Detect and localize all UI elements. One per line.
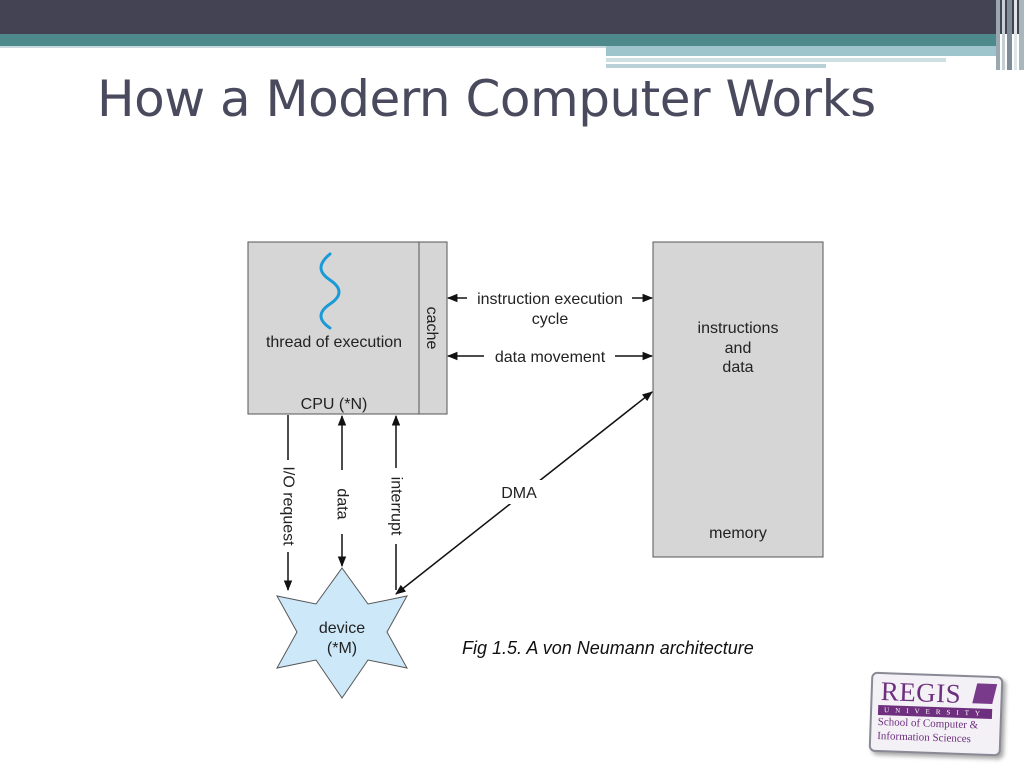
memory-contents-line2: and <box>725 340 752 357</box>
cpu-box <box>247 241 420 415</box>
data-label: data <box>334 488 351 519</box>
device-label-line1: device <box>319 620 365 637</box>
regis-university-logo: REGIS UNIVERSITY School of Computer & In… <box>868 671 1004 757</box>
cache-box <box>418 241 448 415</box>
header-band-teal <box>0 34 1000 46</box>
instruction-cycle-label-line2: cycle <box>532 311 569 328</box>
io-request-label: I/O request <box>280 466 297 546</box>
logo-mark-icon <box>972 683 998 704</box>
memory-contents-line1: instructions <box>698 320 779 337</box>
slide-title: How a Modern Computer Works <box>97 70 876 128</box>
header-accent-line <box>0 46 610 48</box>
figure-caption: Fig 1.5. A von Neumann architecture <box>462 638 754 658</box>
header-accent-bar <box>606 58 946 62</box>
device-label-line2: (*M) <box>327 640 357 657</box>
header-accent-bar <box>606 64 826 68</box>
cache-label: cache <box>423 307 440 350</box>
interrupt-label: interrupt <box>388 477 405 536</box>
device-star <box>276 567 408 699</box>
cpu-label: CPU (*N) <box>301 396 368 413</box>
memory-label: memory <box>709 525 767 542</box>
header-accent-bar <box>606 46 1000 56</box>
thread-of-execution-label: thread of execution <box>266 334 402 351</box>
dma-label: DMA <box>501 485 537 502</box>
memory-box <box>652 241 824 558</box>
memory-contents-line3: data <box>722 359 753 376</box>
instruction-cycle-label-line1: instruction execution <box>477 291 623 308</box>
thread-wave-icon <box>319 252 341 330</box>
data-movement-label: data movement <box>495 349 606 366</box>
header-band-dark <box>0 0 1024 34</box>
logo-line-1: School of Computer & <box>877 715 979 732</box>
logo-line-2: Information Sciences <box>876 729 972 746</box>
header-edge-stripes <box>996 0 1024 70</box>
